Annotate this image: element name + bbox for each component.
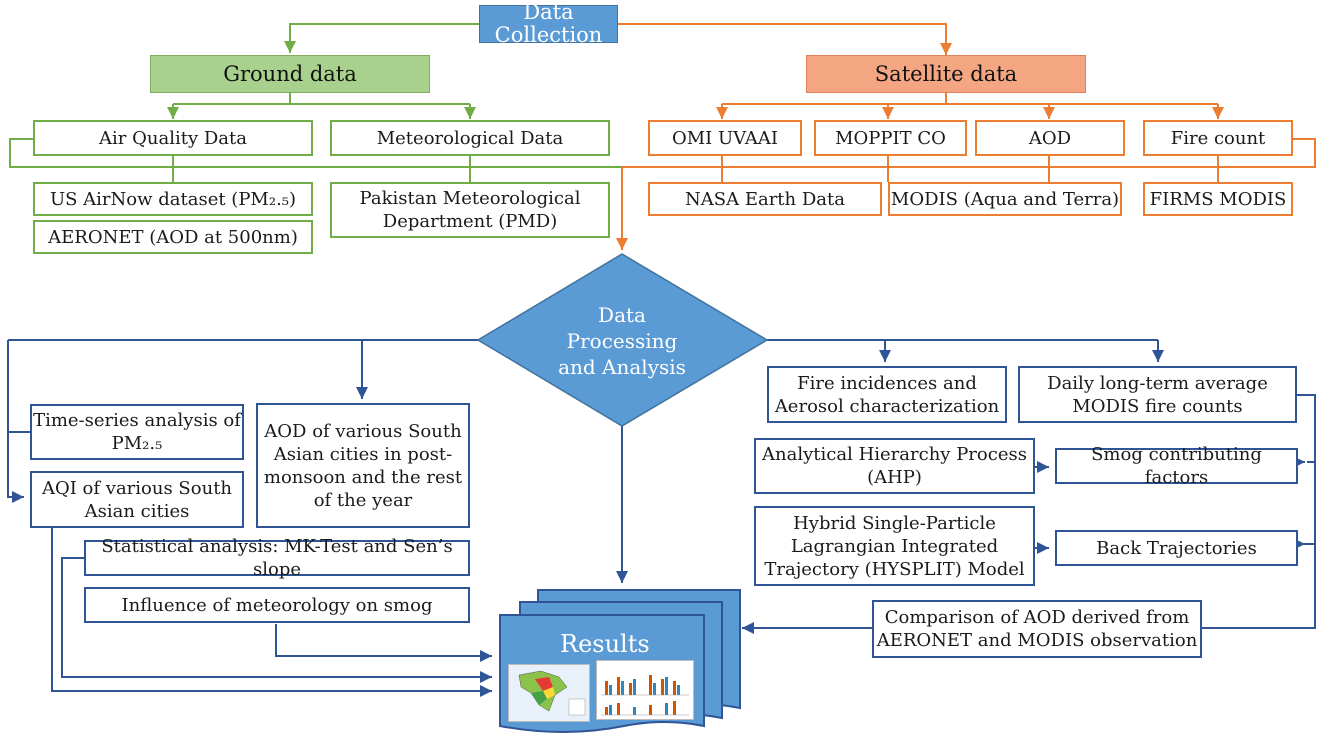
- meteorology-influence-box: Influence of meteorology on smog: [84, 587, 470, 623]
- data-collection-box: Data Collection: [479, 1, 618, 47]
- aqi-box: AQI of various South Asian cities: [30, 471, 244, 528]
- time-series-box: Time-series analysis of PM₂.₅: [30, 404, 244, 460]
- omi-uvaai-box: OMI UVAAI: [648, 120, 802, 156]
- statistical-analysis-box: Statistical analysis: MK-Test and Sen’s …: [84, 536, 470, 580]
- airnow-box: US AirNow dataset (PM₂.₅): [33, 182, 313, 216]
- firms-modis-box: FIRMS MODIS: [1143, 182, 1293, 216]
- modis-box: MODIS (Aqua and Terra): [888, 182, 1122, 216]
- arrow-to-satellite: [618, 23, 952, 55]
- ahp-box: Analytical Hierarchy Process (AHP): [754, 438, 1035, 494]
- arrow-to-ground: [284, 23, 479, 53]
- bar-chart-thumbnail: [596, 660, 694, 720]
- smog-factors-box: Smog contributing factors: [1055, 444, 1298, 488]
- processing-label: Data Processing and Analysis: [558, 303, 686, 379]
- fire-incidences-box: Fire incidences and Aerosol characteriza…: [767, 366, 1007, 423]
- pmd-box: Pakistan Meteorological Department (PMD): [330, 182, 610, 238]
- aeronet-box: AERONET (AOD at 500nm): [33, 220, 313, 254]
- nasa-earth-data-box: NASA Earth Data: [648, 182, 882, 216]
- map-thumbnail: [508, 664, 590, 722]
- fire-count-box: Fire count: [1143, 120, 1293, 156]
- aod-comparison-box: Comparison of AOD derived from AERONET a…: [872, 600, 1202, 658]
- results-label: Results: [560, 630, 650, 658]
- meteorological-data-box: Meteorological Data: [330, 120, 610, 156]
- air-quality-data-box: Air Quality Data: [33, 120, 313, 156]
- ground-data-box: Ground data: [150, 55, 430, 93]
- aod-cities-box: AOD of various South Asian cities in pos…: [256, 403, 470, 528]
- daily-fire-counts-box: Daily long-term average MODIS fire count…: [1018, 366, 1297, 423]
- satellite-data-box: Satellite data: [806, 55, 1086, 93]
- back-trajectories-box: Back Trajectories: [1055, 530, 1298, 566]
- processing-diamond: [476, 253, 769, 427]
- aod-box: AOD: [975, 120, 1125, 156]
- moppit-co-box: MOPPIT CO: [814, 120, 967, 156]
- hysplit-box: Hybrid Single-Particle Lagrangian Integr…: [754, 506, 1035, 586]
